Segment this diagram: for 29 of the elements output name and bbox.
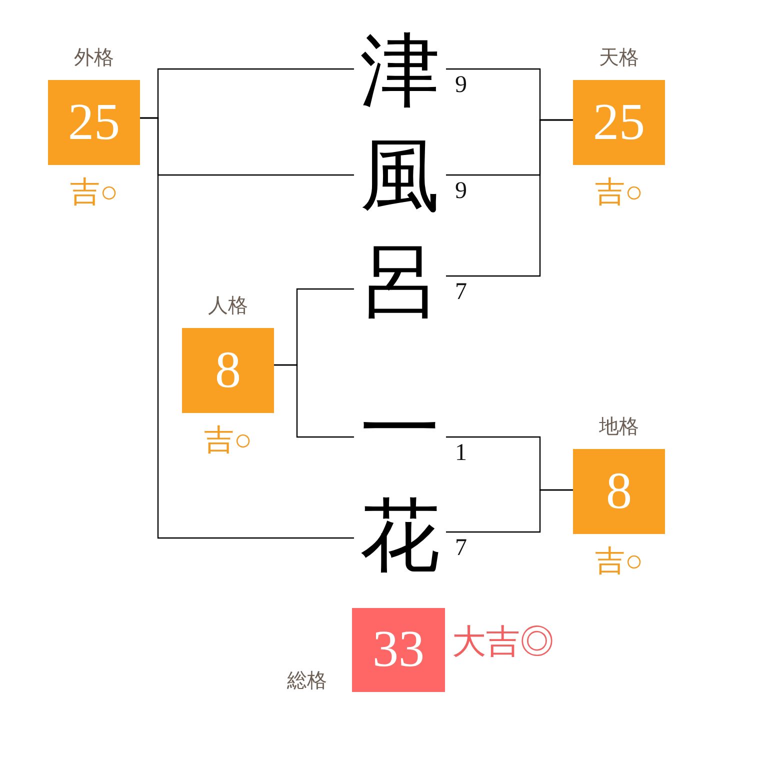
score-box: 8 [573, 449, 665, 534]
category-label: 天格 [598, 46, 640, 71]
category-label: 人格 [207, 294, 249, 319]
fortune-verdict: 吉○ [204, 424, 252, 457]
name-character: 一 [354, 390, 446, 470]
stroke-count: 7 [455, 536, 467, 560]
name-character: 呂 [354, 243, 446, 323]
stroke-count: 7 [455, 280, 467, 304]
fortune-verdict: 吉○ [594, 176, 644, 209]
stroke-count: 9 [455, 73, 467, 97]
name-character: 津 [354, 32, 446, 112]
connector-line [446, 489, 573, 533]
connector-line [140, 117, 354, 539]
fortune-verdict: 吉○ [70, 176, 118, 209]
score-box: 33 [352, 608, 445, 692]
category-label: 総格 [287, 669, 328, 694]
score-box: 8 [182, 328, 274, 413]
stroke-count: 9 [455, 179, 467, 203]
category-label: 地格 [598, 415, 640, 440]
connector-line [274, 364, 354, 438]
stroke-count: 1 [455, 441, 467, 465]
name-character: 風 [354, 137, 446, 217]
score-box: 25 [48, 80, 140, 165]
name-character: 花 [354, 497, 446, 577]
fortune-verdict: 吉○ [594, 545, 644, 578]
category-label: 外格 [73, 46, 115, 71]
score-box: 25 [573, 80, 665, 165]
fortune-verdict: 大吉◎ [452, 624, 554, 662]
connector-line [446, 119, 573, 277]
